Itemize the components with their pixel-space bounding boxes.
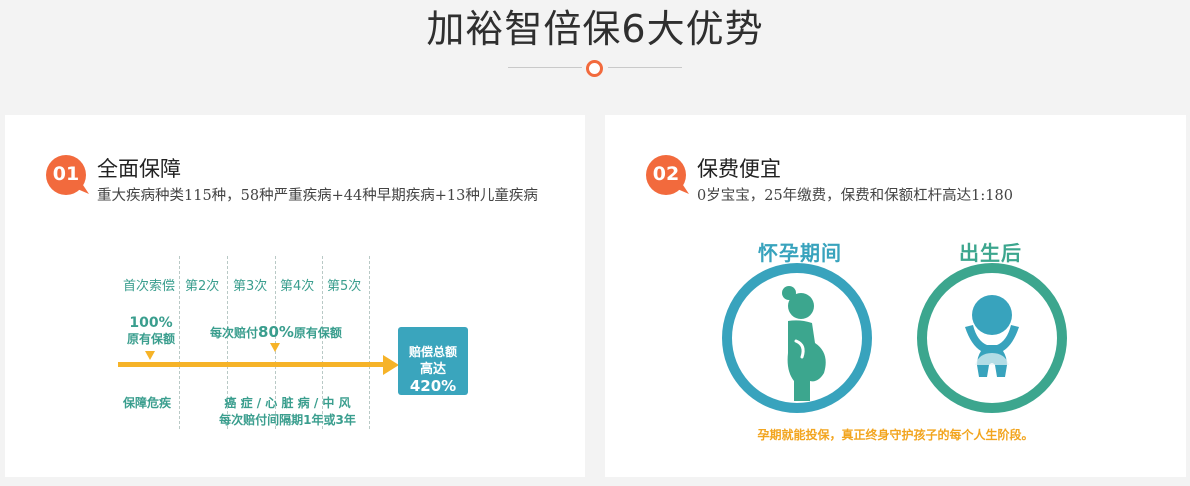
- stage-label: 第2次: [185, 279, 220, 294]
- total-prefix: 高达: [419, 362, 446, 377]
- claim-diagram: 首次索偿 第2次 第3次 第4次 第5次 100% 原有保额 每次赔付80%原有…: [5, 115, 585, 477]
- advantage-card-affordable: 02 保费便宜 0岁宝宝，25年缴费，保费和保额杠杆高达1:180 怀孕期间 出…: [605, 115, 1186, 477]
- arrow-head-icon: [383, 355, 399, 375]
- card-title: 保费便宜: [697, 157, 781, 181]
- divider-line-left: [508, 67, 582, 68]
- each-pay-pct: 80%: [258, 323, 294, 341]
- disease-list: 癌 症 / 心 脏 病 / 中 风: [224, 396, 351, 410]
- triangle-marker-icon: [270, 343, 280, 352]
- stage-divider: [369, 256, 370, 429]
- stage-label: 第5次: [327, 279, 362, 294]
- first-claim-amount: 100% 原有保额: [121, 315, 181, 347]
- pregnant-woman-icon: [722, 263, 872, 413]
- card-title: 全面保障: [97, 157, 181, 181]
- total-value: 高达420%: [398, 361, 468, 396]
- advantage-card-comprehensive: 01 全面保障 重大疾病种类115种，58种严重疾病+44种早期疾病+13种儿童…: [5, 115, 585, 477]
- total-compensation-box: 赔偿总额 高达420%: [398, 327, 468, 395]
- stage-divider: [227, 256, 228, 429]
- total-label: 赔偿总额: [408, 345, 457, 359]
- badge-01: 01: [45, 154, 91, 198]
- stage-label: 首次索偿: [123, 279, 176, 294]
- claim-interval: 每次赔付间隔期1年或3年: [219, 413, 356, 427]
- pregnancy-note: 孕期就能投保，真正终身守护孩子的每个人生阶段。: [757, 428, 1034, 442]
- each-pay-suffix: 原有保额: [293, 326, 342, 340]
- badge-number: 02: [652, 163, 680, 185]
- stage-divider: [275, 256, 276, 429]
- ring-icon: [586, 60, 603, 77]
- baby-icon: [917, 263, 1067, 413]
- badge-02: 02: [645, 154, 691, 198]
- stage-divider: [322, 256, 323, 429]
- timeline-arrow: [118, 362, 386, 367]
- stage-divider: [179, 256, 180, 429]
- each-pay-prefix: 每次赔付: [210, 326, 259, 340]
- disease-info: 癌 症 / 心 脏 病 / 中 风 每次赔付间隔期1年或3年: [205, 395, 370, 429]
- card-subtitle: 0岁宝宝，25年缴费，保费和保额杠杆高达1:180: [697, 188, 1013, 204]
- badge-number: 01: [52, 163, 80, 185]
- divider-line-right: [608, 67, 682, 68]
- stage-label: 第3次: [233, 279, 268, 294]
- first-claim-label: 原有保额: [126, 332, 175, 346]
- each-claim-amount: 每次赔付80%原有保额: [210, 323, 342, 341]
- first-claim-pct: 100%: [129, 315, 173, 331]
- card-subtitle: 重大疾病种类115种，58种严重疾病+44种早期疾病+13种儿童疾病: [97, 188, 538, 204]
- stage-label: 第4次: [280, 279, 315, 294]
- page-title: 加裕智倍保6大优势: [426, 7, 764, 51]
- total-pct: 420%: [409, 377, 457, 395]
- triangle-marker-icon: [145, 351, 155, 360]
- title-divider: [508, 58, 682, 78]
- speech-bubble-icon: [46, 155, 89, 195]
- birth-label: 出生后: [959, 241, 1022, 265]
- pregnancy-label: 怀孕期间: [758, 241, 842, 265]
- risk-label: 保障危疾: [123, 396, 172, 410]
- speech-bubble-icon: [646, 155, 689, 195]
